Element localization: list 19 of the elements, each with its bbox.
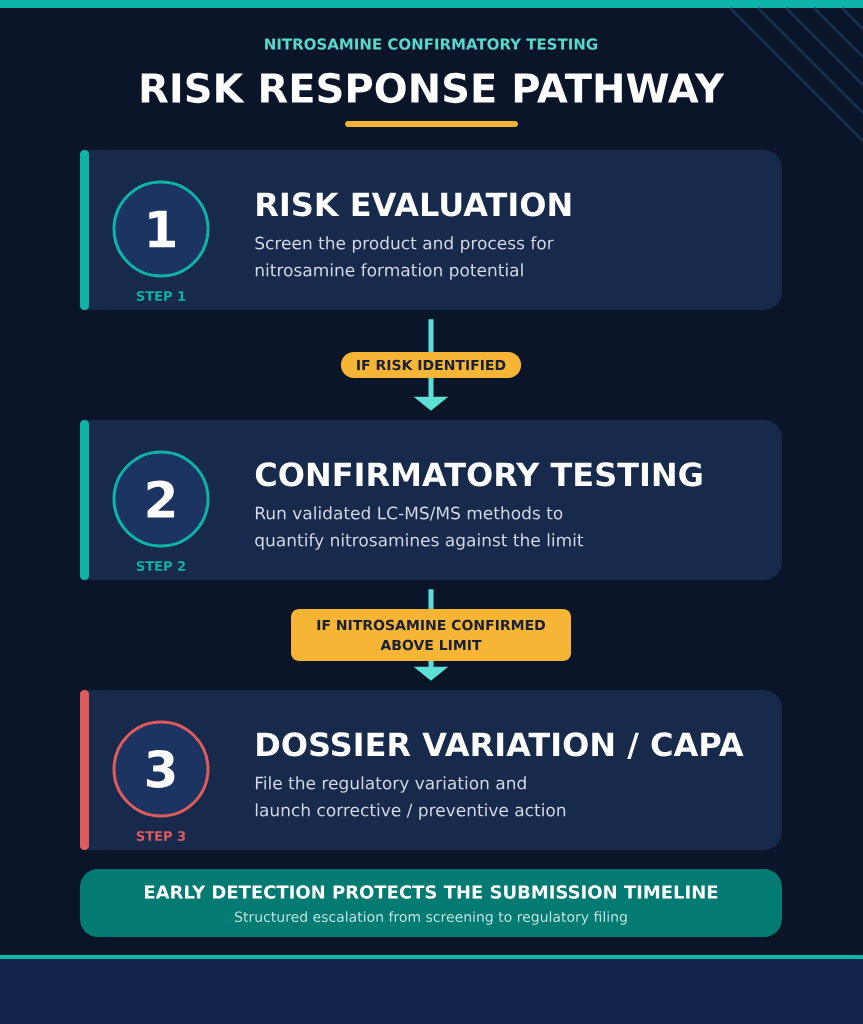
- step-card: [80, 690, 782, 850]
- banner-subtitle: Structured escalation from screening to regulatory filing: [235, 911, 627, 925]
- banner-heading: EARLY DETECTION PROTECTS THE SUBMISSION TIMELINE: [145, 885, 718, 899]
- step-title: DOSSIER VARIATION / CAPA: [257, 732, 744, 759]
- step-description: Run validated LC-MS/MS methods to quantify nitrosamines against the limit: [255, 506, 584, 550]
- step-label: STEP 2: [136, 561, 185, 571]
- kicker-text: NITROSAMINE CONFIRMATORY TESTING: [265, 38, 598, 50]
- step-title: CONFIRMATORY TESTING: [255, 462, 702, 487]
- condition-label: IF NITROSAMINE CONFIRMED ABOVE LIMIT: [291, 609, 571, 661]
- main-title: RISK RESPONSE PATHWAY: [141, 72, 725, 104]
- step-label: STEP 1: [136, 291, 186, 301]
- condition-label: IF RISK IDENTIFIED: [340, 352, 522, 378]
- step-description: File the regulatory variation and launch corrective / preventive action: [255, 776, 566, 820]
- step-card: [80, 150, 782, 310]
- step-title: RISK EVALUATION: [257, 192, 571, 217]
- summary-banner: [80, 869, 782, 937]
- step-card: [80, 420, 782, 580]
- step-description: Screen the product and process for nitrosamine formation potential: [255, 236, 554, 280]
- step-label: STEP 3: [136, 831, 186, 841]
